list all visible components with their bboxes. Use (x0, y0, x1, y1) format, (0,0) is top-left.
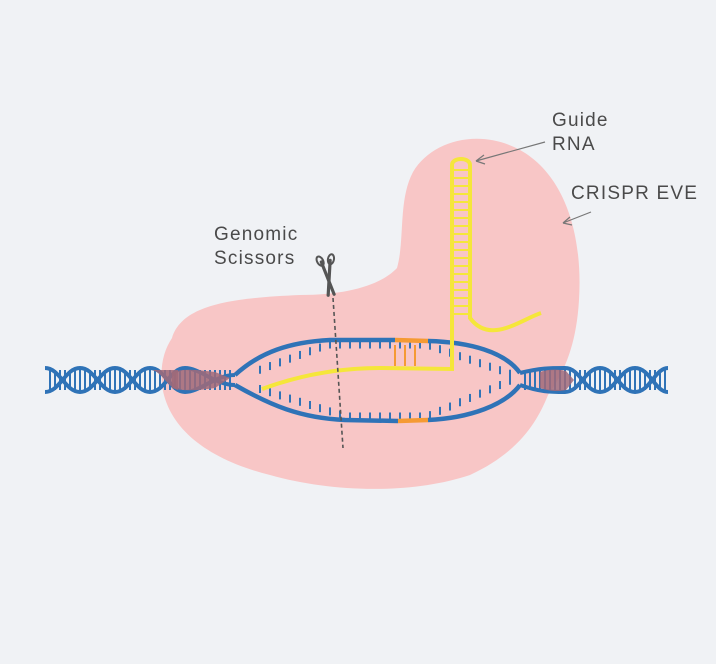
guide-rna-label-line2: RNA (552, 134, 596, 155)
crispr-label: CRISPR EVE (571, 182, 698, 206)
scissors-label-line1: Genomic (214, 224, 299, 245)
guide-rna-label-line1: Guide (552, 110, 609, 131)
crispr-arrow (562, 211, 592, 226)
scissors-label-line2: Scissors (214, 248, 296, 269)
dna-bubble (233, 337, 522, 424)
scissors-label: Genomic Scissors (214, 223, 298, 271)
pam-bottom (397, 417, 429, 424)
dna-helix-right (519, 365, 669, 395)
scissors-icon (315, 253, 336, 297)
guide-rna-label: Guide RNA (552, 109, 609, 157)
guide-rna-arrow (475, 141, 546, 165)
guide-rna (261, 157, 542, 391)
crispr-protein-blob (161, 138, 580, 489)
crispr-label-text: CRISPR EVE (571, 183, 699, 204)
dna-helix-left (44, 365, 236, 395)
pam-top (394, 337, 429, 344)
